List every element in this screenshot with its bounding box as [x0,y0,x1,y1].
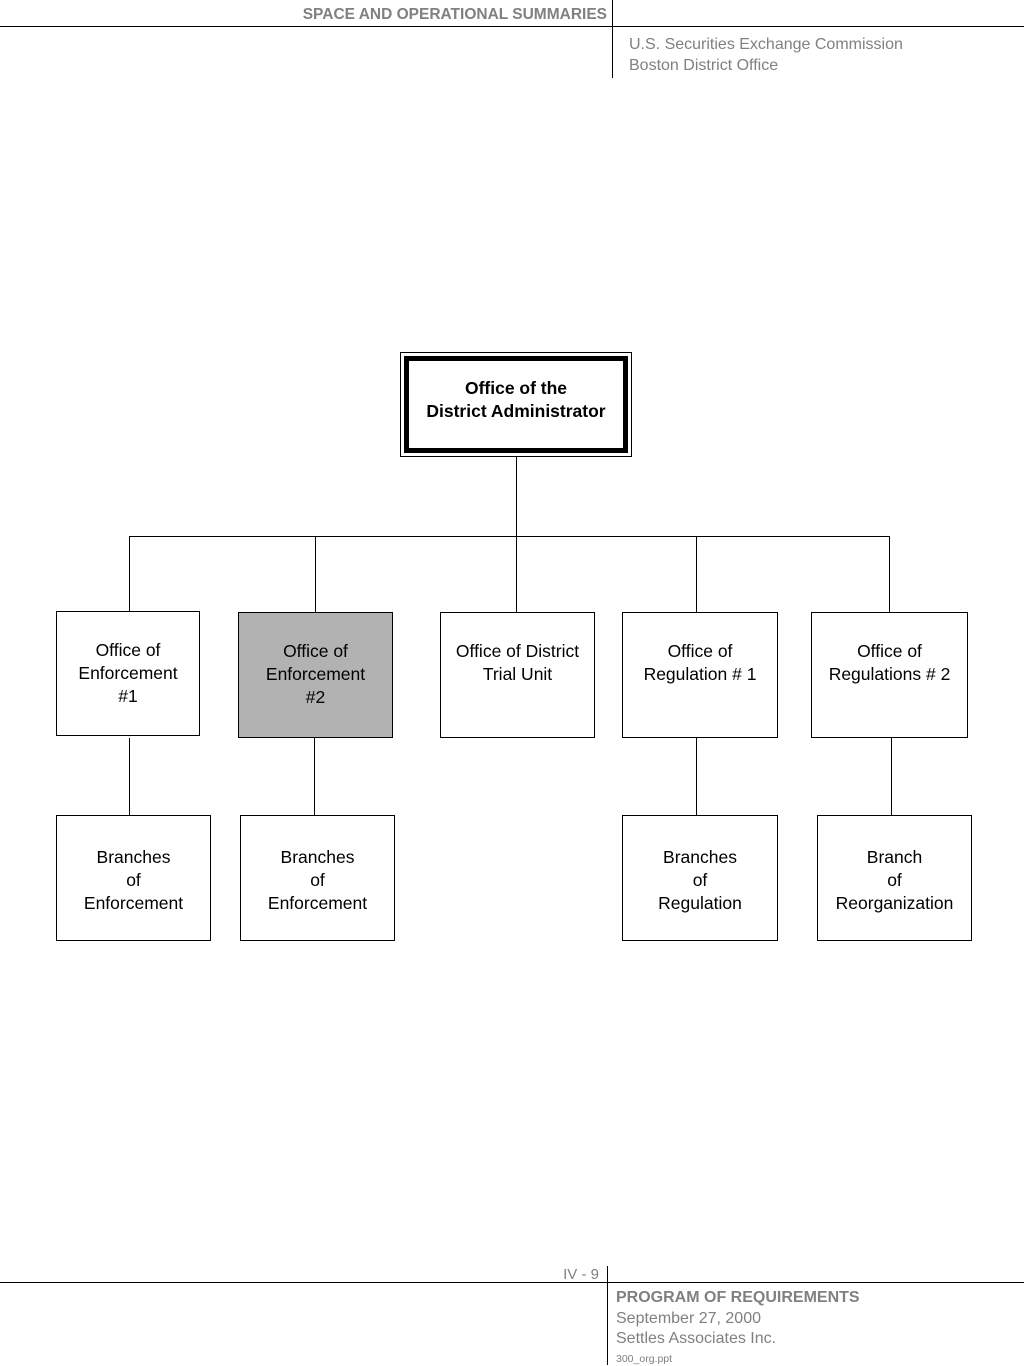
office-regulations-2: Office of Regulations # 2 [811,612,968,738]
footer-block: PROGRAM OF REQUIREMENTS September 27, 20… [616,1288,860,1366]
connector-branch-2 [314,738,315,816]
root-box-district-administrator: Office of the District Administrator [404,356,628,453]
connector-office-5 [889,536,890,612]
connector-horizontal-bus [129,536,890,537]
connector-root-trunk [516,457,517,612]
office-regulation-1: Office of Regulation # 1 [622,612,778,738]
program-title: PROGRAM OF REQUIREMENTS [616,1289,860,1306]
organization-block: U.S. Securities Exchange Commission Bost… [629,35,903,76]
footer-rule [0,1282,1024,1283]
section-title: SPACE AND OPERATIONAL SUMMARIES [302,6,607,23]
connector-branch-4 [891,738,892,816]
branches-of-enforcement-2: Branches of Enforcement [240,815,395,941]
branches-of-enforcement-1: Branches of Enforcement [56,815,211,941]
office-enforcement-1: Office of Enforcement #1 [56,611,200,736]
branch-of-reorganization: Branch of Reorganization [817,815,972,941]
document-date: September 27, 2000 [616,1309,761,1327]
root-box-outer-frame [400,352,632,457]
office-enforcement-2: Office of Enforcement #2 [238,612,393,738]
footer-divider [607,1266,608,1365]
connector-office-2 [315,536,316,612]
office-name: Boston District Office [629,56,779,74]
header-rule [0,26,1024,27]
organization-name: U.S. Securities Exchange Commission [629,36,903,53]
header-divider [612,0,613,78]
connector-office-1 [129,536,130,611]
connector-branch-1 [129,738,130,816]
company-name: Settles Associates Inc. [616,1330,777,1347]
file-name: 300_org.ppt [616,1352,673,1365]
connector-branch-3 [696,738,697,816]
connector-office-4 [696,536,697,612]
branches-of-regulation: Branches of Regulation [622,815,778,941]
office-district-trial-unit: Office of District Trial Unit [440,612,595,738]
page-number: IV - 9 [563,1266,599,1283]
